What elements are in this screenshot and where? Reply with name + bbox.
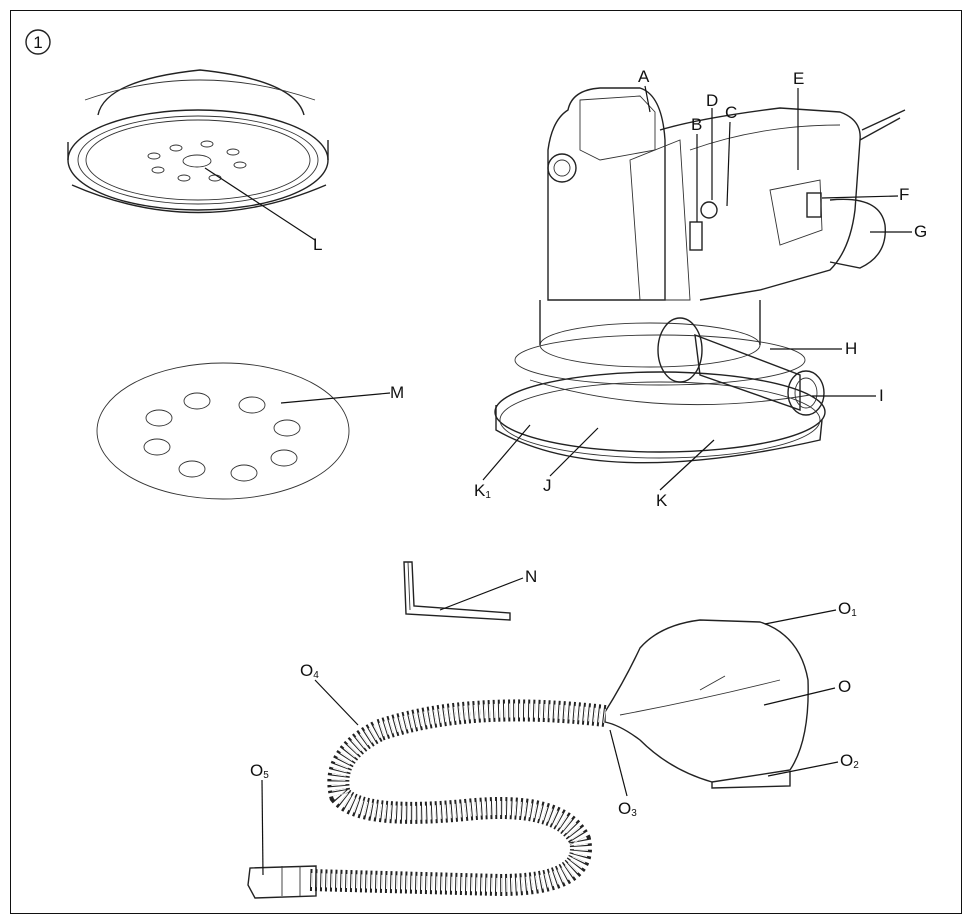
hex-key-drawing	[403, 561, 511, 621]
drywall-sander-drawing	[494, 87, 906, 464]
label-o1-letter: O	[838, 599, 851, 618]
label-i: I	[879, 386, 884, 405]
label-h: H	[845, 339, 857, 358]
figure-frame	[10, 10, 962, 914]
label-o: O	[838, 677, 851, 696]
label-o4-letter: O	[300, 661, 313, 680]
dust-bag-drawing	[604, 619, 809, 789]
label-l: L	[313, 235, 322, 254]
label-o2-subscript: 2	[853, 760, 859, 771]
label-o5: O5	[250, 761, 269, 781]
label-o2-letter: O	[840, 751, 853, 770]
label-a: A	[638, 67, 650, 86]
label-o4: O4	[300, 661, 319, 681]
label-o4-subscript: 4	[313, 670, 319, 681]
label-j: J	[543, 476, 552, 495]
label-k: K	[656, 491, 668, 510]
label-m: M	[390, 383, 404, 402]
label-o5-subscript: 5	[263, 770, 269, 781]
label-o1: O1	[838, 599, 857, 619]
sanding-disc-drawing	[96, 362, 350, 500]
label-d: D	[706, 91, 718, 110]
label-g: G	[914, 222, 927, 241]
label-o3-subscript: 3	[631, 808, 637, 819]
label-o2: O2	[840, 751, 859, 771]
label-b: B	[691, 115, 702, 134]
label-o3: O3	[618, 799, 637, 819]
label-k1-subscript: 1	[485, 490, 491, 501]
leader-lines	[204, 85, 912, 876]
label-o3-letter: O	[618, 799, 631, 818]
figure-number-badge: 1	[25, 29, 51, 55]
label-n: N	[525, 567, 537, 586]
label-o1-subscript: 1	[851, 608, 857, 619]
sanding-pad-drawing	[67, 69, 329, 214]
label-k1: K1	[474, 481, 491, 501]
label-f: F	[899, 185, 909, 204]
label-e: E	[793, 69, 804, 88]
label-o5-letter: O	[250, 761, 263, 780]
dust-hose-drawing	[247, 699, 607, 899]
figure-number: 1	[33, 33, 42, 52]
label-c: C	[725, 103, 737, 122]
label-k1-letter: K	[474, 481, 486, 500]
